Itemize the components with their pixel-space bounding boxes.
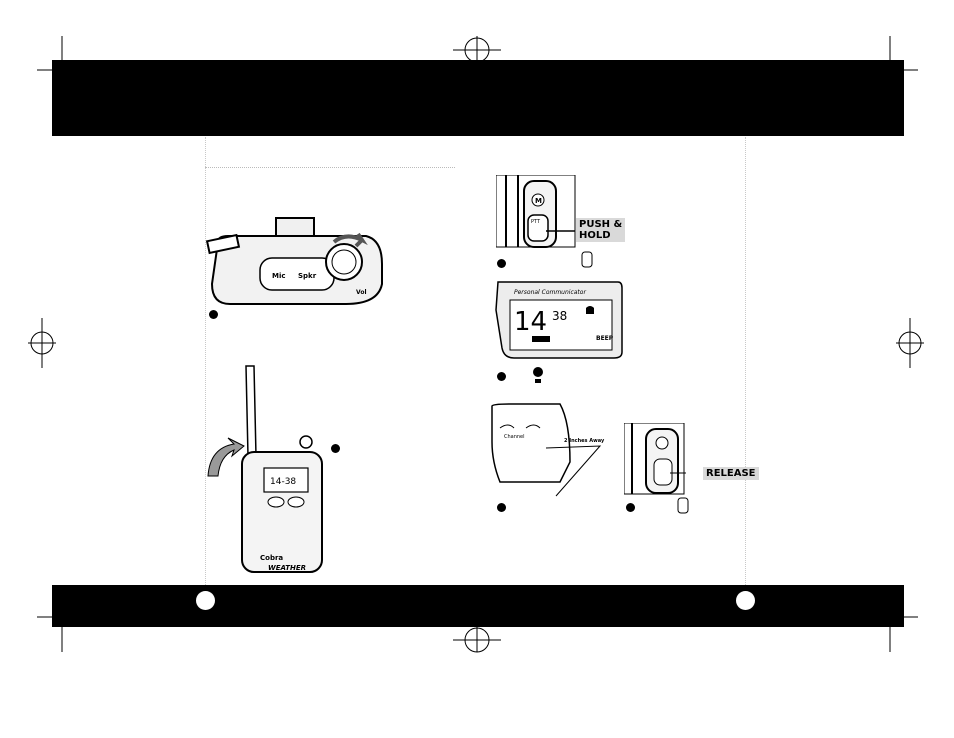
- radio-antenna-diagram: 14-38 Cobra WEATHER: [207, 365, 323, 573]
- step-bullet-1: [209, 310, 218, 319]
- ring-tone-icon: [586, 306, 594, 314]
- battery-indicator-icon: [532, 336, 550, 342]
- lcd-header: Personal Communicator: [514, 289, 586, 296]
- ptt-release-diagram: [624, 423, 686, 495]
- page-number-marker-left: [196, 591, 215, 610]
- mic-label: Mic: [272, 272, 286, 280]
- rotate-arrow-icon: [332, 232, 368, 248]
- footer-bar: [52, 585, 904, 627]
- speaker-label: Spkr: [298, 272, 317, 280]
- svg-text:M: M: [535, 197, 542, 205]
- radio-lcd: [263, 467, 309, 493]
- ptt-inline-icon-2: [677, 497, 689, 514]
- side-knob: [206, 233, 241, 255]
- step-bullet-6: [626, 503, 635, 512]
- step-bullet-3: [497, 259, 506, 268]
- column-divider-left: [205, 137, 206, 585]
- lcd-beep: BEEP: [596, 335, 614, 342]
- antenna: [245, 365, 257, 457]
- ptt-button: [527, 214, 549, 242]
- call-alert-icon: [533, 367, 543, 383]
- radio-brand-label: Cobra: [260, 554, 283, 562]
- ptt-inline-icon: [581, 251, 593, 268]
- lcd-channel: 14: [514, 307, 547, 337]
- raise-antenna-arrow-icon: [207, 437, 245, 477]
- step-bullet-5: [497, 503, 506, 512]
- release-callout: RELEASE: [703, 467, 759, 480]
- header-bar: [52, 60, 904, 136]
- svg-text:14-38: 14-38: [270, 477, 296, 487]
- lcd-display-diagram: Personal Communicator 14 38 BEEP: [495, 281, 623, 359]
- ptt-button-release: [653, 458, 673, 486]
- channel-label: Channel: [504, 434, 525, 440]
- page-number-marker-right: [736, 591, 755, 610]
- radio-model-label: WEATHER: [268, 564, 306, 572]
- volume-knob: [325, 243, 363, 281]
- speaker-mic-diagram: Mic Spkr Vol: [206, 217, 383, 305]
- step-bullet-2: [331, 444, 340, 453]
- distance-label: 2 Inches Away: [564, 438, 605, 444]
- lcd-code: 38: [552, 309, 567, 323]
- step-bullet-4: [497, 372, 506, 381]
- ptt-push-hold-diagram: M PTT: [496, 175, 576, 248]
- push-hold-callout: PUSH &HOLD: [576, 218, 626, 242]
- ptt-label: PTT: [531, 219, 541, 225]
- vol-label: Vol: [356, 289, 367, 296]
- column-divider-right: [745, 137, 746, 585]
- section-rule: [205, 167, 455, 168]
- speaking-distance-diagram: Channel 2 Inches Away: [491, 403, 605, 497]
